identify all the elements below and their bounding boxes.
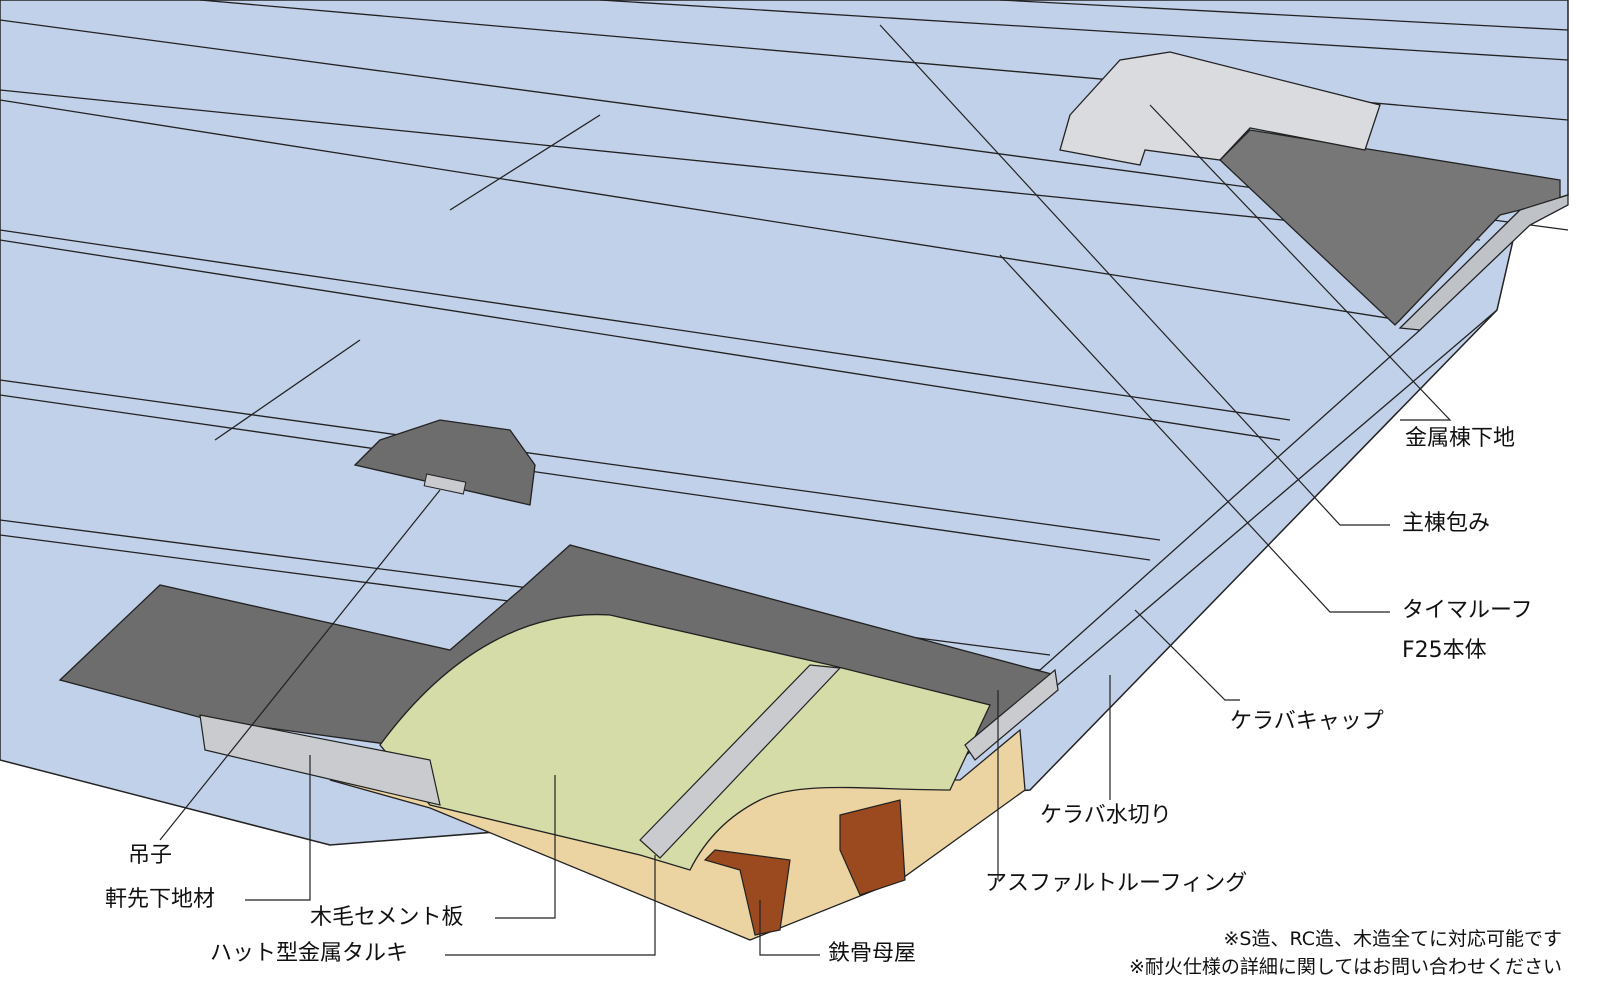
hanger-clip bbox=[423, 473, 467, 495]
ridge-assembly bbox=[1059, 51, 1569, 331]
leader-lines bbox=[159, 24, 1452, 956]
label-gable-flashing: ケラバ水切り bbox=[1040, 803, 1172, 828]
label-gable-cap: ケラバキャップ bbox=[1230, 709, 1384, 734]
steel-purlin-1 bbox=[703, 849, 791, 936]
note-structure-support: ※S造、RC造、木造全てに対応可能です bbox=[1223, 928, 1562, 950]
label-roof-body-1: タイマルーフ bbox=[1402, 598, 1533, 623]
label-asphalt-roofing: アスファルトルーフィング bbox=[985, 871, 1248, 896]
steel-purlin-2 bbox=[839, 799, 906, 896]
label-hanger-clip: 吊子 bbox=[128, 843, 173, 868]
label-steel-purlin: 鉄骨母屋 bbox=[828, 941, 917, 966]
label-cement-board: 木毛セメント板 bbox=[310, 905, 464, 930]
gable-flashing-strip bbox=[964, 668, 1059, 761]
label-main-ridge-cover: 主棟包み bbox=[1402, 511, 1491, 536]
label-ridge-base: 金属棟下地 bbox=[1405, 426, 1516, 451]
note-fireproof-inquiry: ※耐火仕様の詳細に関してはお問い合わせください bbox=[1129, 956, 1562, 978]
cement-board bbox=[379, 613, 991, 871]
eave-base bbox=[199, 714, 441, 806]
label-eave-base: 軒先下地材 bbox=[105, 887, 216, 912]
label-hat-furring: ハット型金属タルキ bbox=[210, 941, 409, 966]
label-roof-body-2: F25本体 bbox=[1402, 638, 1487, 663]
underlay-cutout bbox=[353, 419, 536, 506]
hat-furring bbox=[639, 664, 842, 859]
